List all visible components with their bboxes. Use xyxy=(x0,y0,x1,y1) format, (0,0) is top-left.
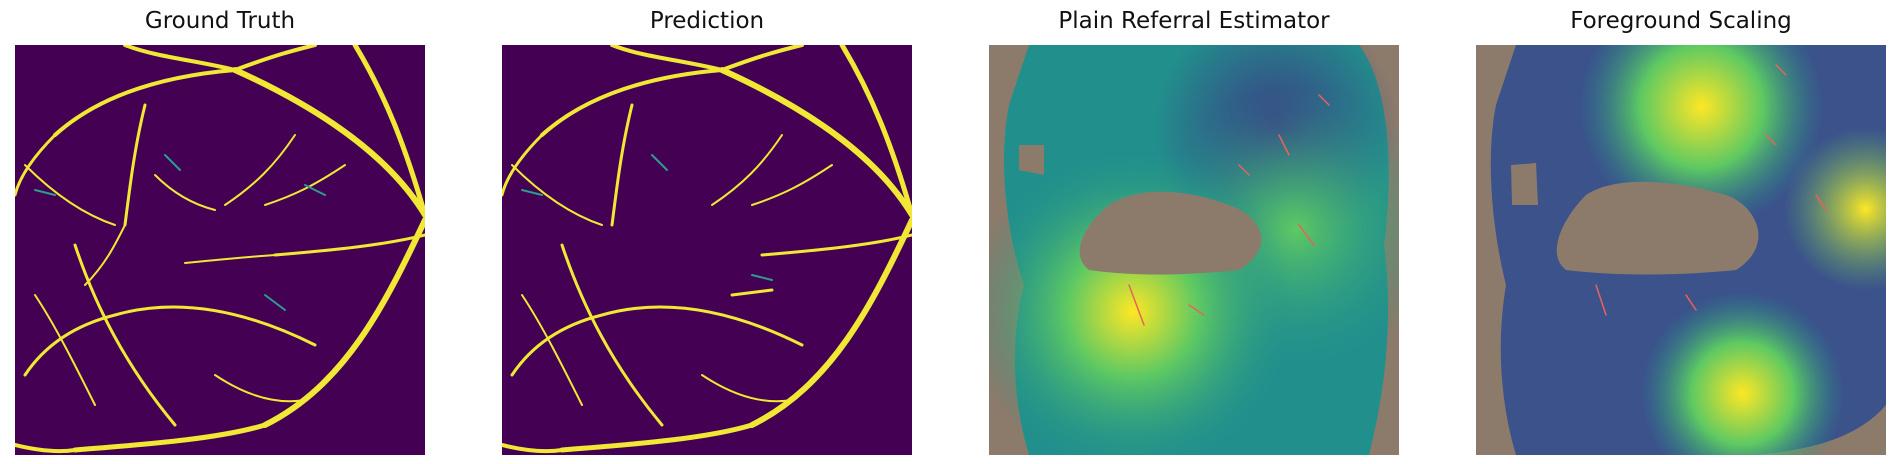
panel-title: Ground Truth xyxy=(144,8,296,34)
panel-title: Plain Referral Estimator xyxy=(1058,8,1330,34)
panel-foreground-scaling: Foreground Scaling xyxy=(1476,0,1886,464)
panel-plain-referral-estimator: Plain Referral Estimator xyxy=(989,0,1399,464)
panel-ground-truth: Ground Truth xyxy=(15,0,425,464)
panel-title: Foreground Scaling xyxy=(1570,8,1792,34)
prediction-image xyxy=(502,45,912,455)
ground-truth-image xyxy=(15,45,425,455)
panel-title: Prediction xyxy=(649,8,765,34)
panel-prediction: Prediction xyxy=(502,0,912,464)
plain-referral-estimator-heatmap xyxy=(989,45,1399,455)
foreground-scaling-heatmap xyxy=(1476,45,1886,455)
